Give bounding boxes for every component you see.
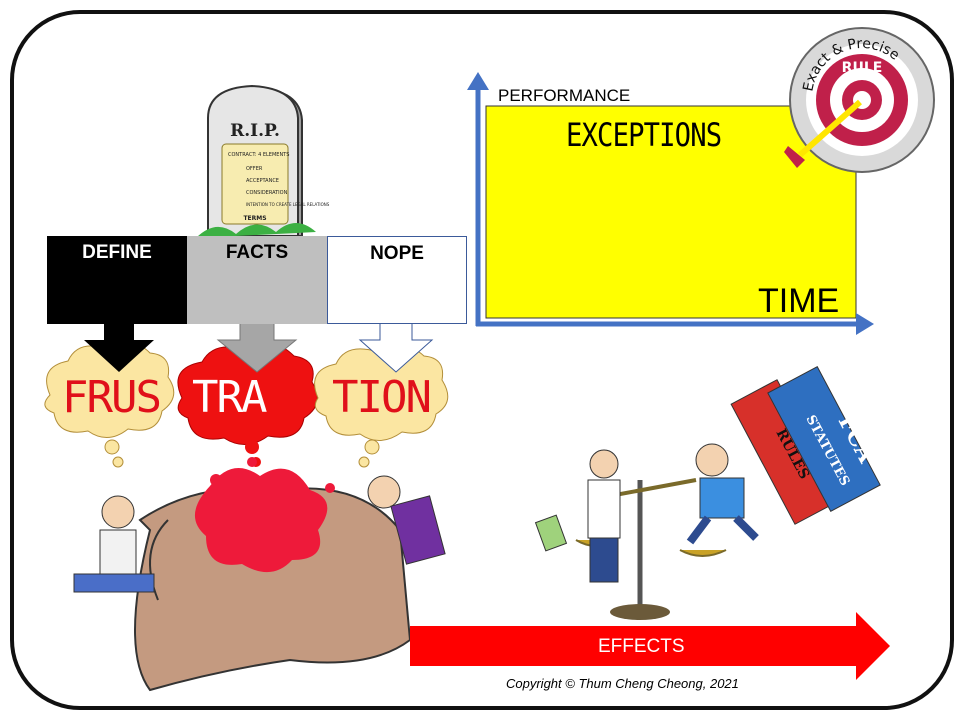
x-axis-arrowhead bbox=[856, 313, 874, 335]
y-axis-arrowhead bbox=[467, 72, 489, 90]
arrow-fletching-icon bbox=[784, 146, 805, 168]
define-label: DEFINE bbox=[82, 242, 152, 263]
target-icon bbox=[784, 27, 935, 173]
shouting-man-figure bbox=[367, 475, 446, 565]
effects-label: EFFECTS bbox=[598, 636, 685, 657]
target-center-text: RULE bbox=[842, 60, 883, 76]
nope-column: NOPE bbox=[327, 236, 467, 324]
tombstone-item-3: CONSIDERATION bbox=[246, 190, 288, 196]
frustrated-man-figure bbox=[73, 495, 155, 593]
thought-cloud-3 bbox=[314, 344, 449, 468]
tombstone-heading: CONTRACT: 4 ELEMENTS bbox=[228, 152, 289, 158]
cloud-text-tra: TRA bbox=[192, 372, 267, 423]
parchment-scroll bbox=[134, 457, 412, 692]
y-axis-label: PERFORMANCE bbox=[498, 86, 631, 105]
thought-cloud-1 bbox=[44, 341, 175, 468]
define-column: DEFINE bbox=[47, 236, 187, 324]
facts-column: FACTS bbox=[187, 236, 327, 324]
man-in-blue-shirt-figure bbox=[686, 443, 759, 545]
tombstone-item-1: OFFER bbox=[246, 166, 263, 172]
tombstone-title: R.I.P. bbox=[230, 121, 280, 141]
facts-down-arrow bbox=[216, 321, 298, 373]
tombstone-icon bbox=[196, 84, 316, 238]
x-axis-label: TIME bbox=[758, 282, 840, 320]
thought-cloud-2 bbox=[177, 342, 318, 467]
tombstone-item-2: ACCEPTANCE bbox=[246, 178, 279, 184]
tombstone-footer: TERMS bbox=[243, 215, 266, 222]
cloud-text-frus: FRUS bbox=[62, 372, 162, 423]
facts-label: FACTS bbox=[225, 242, 289, 263]
effects-arrow bbox=[410, 612, 890, 680]
nope-down-arrow bbox=[358, 321, 434, 373]
nope-label: NOPE bbox=[370, 243, 424, 264]
performance-time-graph bbox=[467, 72, 874, 335]
copyright-text: Copyright © Thum Cheng Cheong, 2021 bbox=[506, 676, 739, 691]
man-in-white-shirt-figure bbox=[534, 449, 621, 583]
exceptions-area bbox=[485, 105, 857, 319]
law-books-icon bbox=[730, 366, 881, 525]
define-down-arrow bbox=[84, 322, 154, 372]
cloud-text-tion: TION bbox=[332, 372, 432, 423]
tombstone-item-4: INTENTION TO CREATE LEGAL RELATIONS bbox=[246, 202, 330, 207]
exceptions-label: EXCEPTIONS bbox=[566, 116, 722, 154]
